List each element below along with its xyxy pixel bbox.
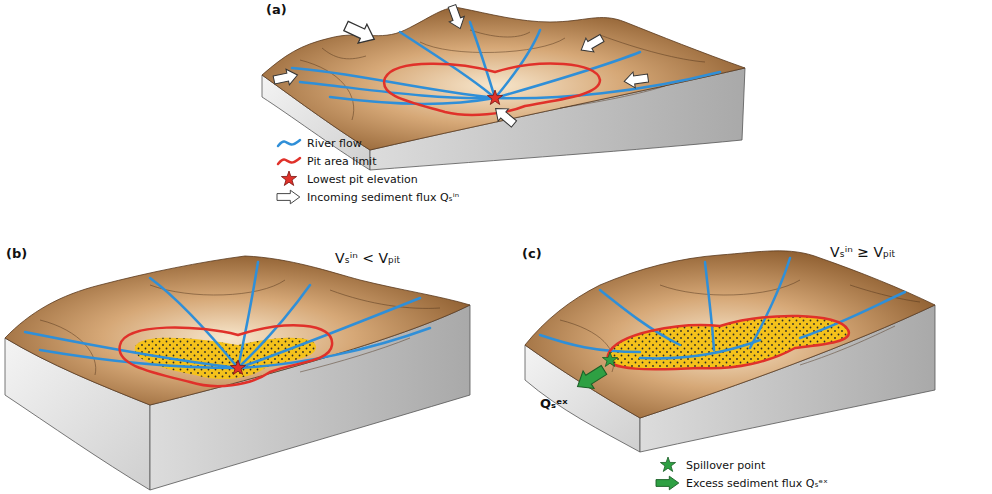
legend-swatch — [276, 189, 302, 205]
sediment-flux-arrow — [623, 70, 649, 89]
arrow-sample — [656, 476, 679, 490]
star-sample — [281, 171, 296, 185]
river-flow — [25, 332, 238, 368]
pit-area-limit — [120, 325, 333, 386]
legend-text: Pit area limit — [307, 155, 376, 168]
river-flow — [705, 262, 714, 350]
sediment-flux-arrow — [490, 102, 519, 130]
contour-line — [470, 30, 530, 37]
flux-label: Qₛᵉˣ — [540, 396, 568, 411]
river-sample — [278, 140, 300, 146]
sediment-arrows — [272, 3, 649, 130]
terrain-surface — [525, 251, 935, 418]
legend-text: River flow — [307, 137, 362, 150]
legend-entry: Pit area limit — [276, 152, 376, 170]
contour-line — [330, 290, 440, 308]
arrow-sample — [277, 190, 300, 204]
sediment-flux-arrow — [444, 3, 467, 31]
legend-text: Excess sediment flux Qₛᵉˣ — [686, 477, 828, 490]
river-flow — [470, 22, 495, 98]
panel-label: (b) — [6, 246, 27, 261]
block-a — [262, 3, 745, 170]
sediment-flux-arrow — [342, 17, 379, 49]
legend-swatch — [655, 457, 681, 473]
river-flow — [750, 258, 790, 348]
legend-swatch — [655, 475, 681, 491]
pit-area-limit — [608, 316, 849, 369]
contour-line — [40, 320, 96, 375]
legend-text: Spillover point — [686, 459, 765, 472]
contour-line — [600, 35, 705, 62]
legend-entry: Lowest pit elevation — [276, 170, 418, 188]
terrain-surface — [5, 256, 470, 405]
pit-area-limit — [384, 64, 600, 115]
river-flow — [150, 278, 238, 368]
panel-label: (a) — [266, 2, 287, 17]
river-flow — [540, 335, 640, 352]
river-flow — [495, 72, 720, 98]
legend-swatch — [276, 135, 302, 151]
river-flow — [40, 350, 238, 368]
contour-line — [300, 338, 410, 372]
legend-swatch — [276, 171, 302, 187]
river-flow — [600, 290, 680, 345]
panel-label: (c) — [522, 246, 542, 261]
star-sample — [660, 457, 675, 471]
contour-line — [150, 280, 285, 295]
ratio-label: Vₛⁱⁿ ≥ Vₚᵢₜ — [830, 244, 896, 260]
lowest-pit-star — [487, 90, 502, 104]
legend-text: Incoming sediment flux Qₛⁱⁿ — [307, 191, 459, 204]
sediment-flux-arrow — [272, 67, 299, 88]
spillover-arrow — [572, 361, 609, 395]
legend-entry: Excess sediment flux Qₛᵉˣ — [655, 474, 828, 492]
legend-entry: Incoming sediment flux Qₛⁱⁿ — [276, 188, 459, 206]
pit-limit-sample — [278, 158, 300, 164]
rivers — [25, 262, 430, 368]
contour-line — [420, 38, 565, 53]
legend-swatch — [276, 153, 302, 169]
river-flow — [292, 68, 495, 98]
block-b — [5, 256, 470, 490]
block-c — [525, 251, 935, 452]
spillover-star — [602, 352, 617, 366]
contour-line — [322, 48, 366, 59]
ratio-label: Vₛⁱⁿ < Vₚᵢₜ — [335, 250, 401, 266]
lowest-pit-star — [230, 360, 245, 374]
legend-entry: River flow — [276, 134, 362, 152]
rivers — [540, 258, 905, 358]
contour-line — [850, 285, 920, 302]
legend-entry: Spillover point — [655, 456, 765, 474]
contour-lines — [560, 280, 920, 372]
river-flow — [238, 328, 430, 368]
terrain-surface — [262, 8, 745, 150]
river-flow — [640, 340, 760, 358]
sediment-flux-arrow — [577, 31, 606, 57]
river-flow — [300, 82, 495, 98]
contour-lines — [300, 30, 705, 120]
legend-text: Lowest pit elevation — [307, 173, 418, 186]
river-flow — [800, 292, 905, 338]
